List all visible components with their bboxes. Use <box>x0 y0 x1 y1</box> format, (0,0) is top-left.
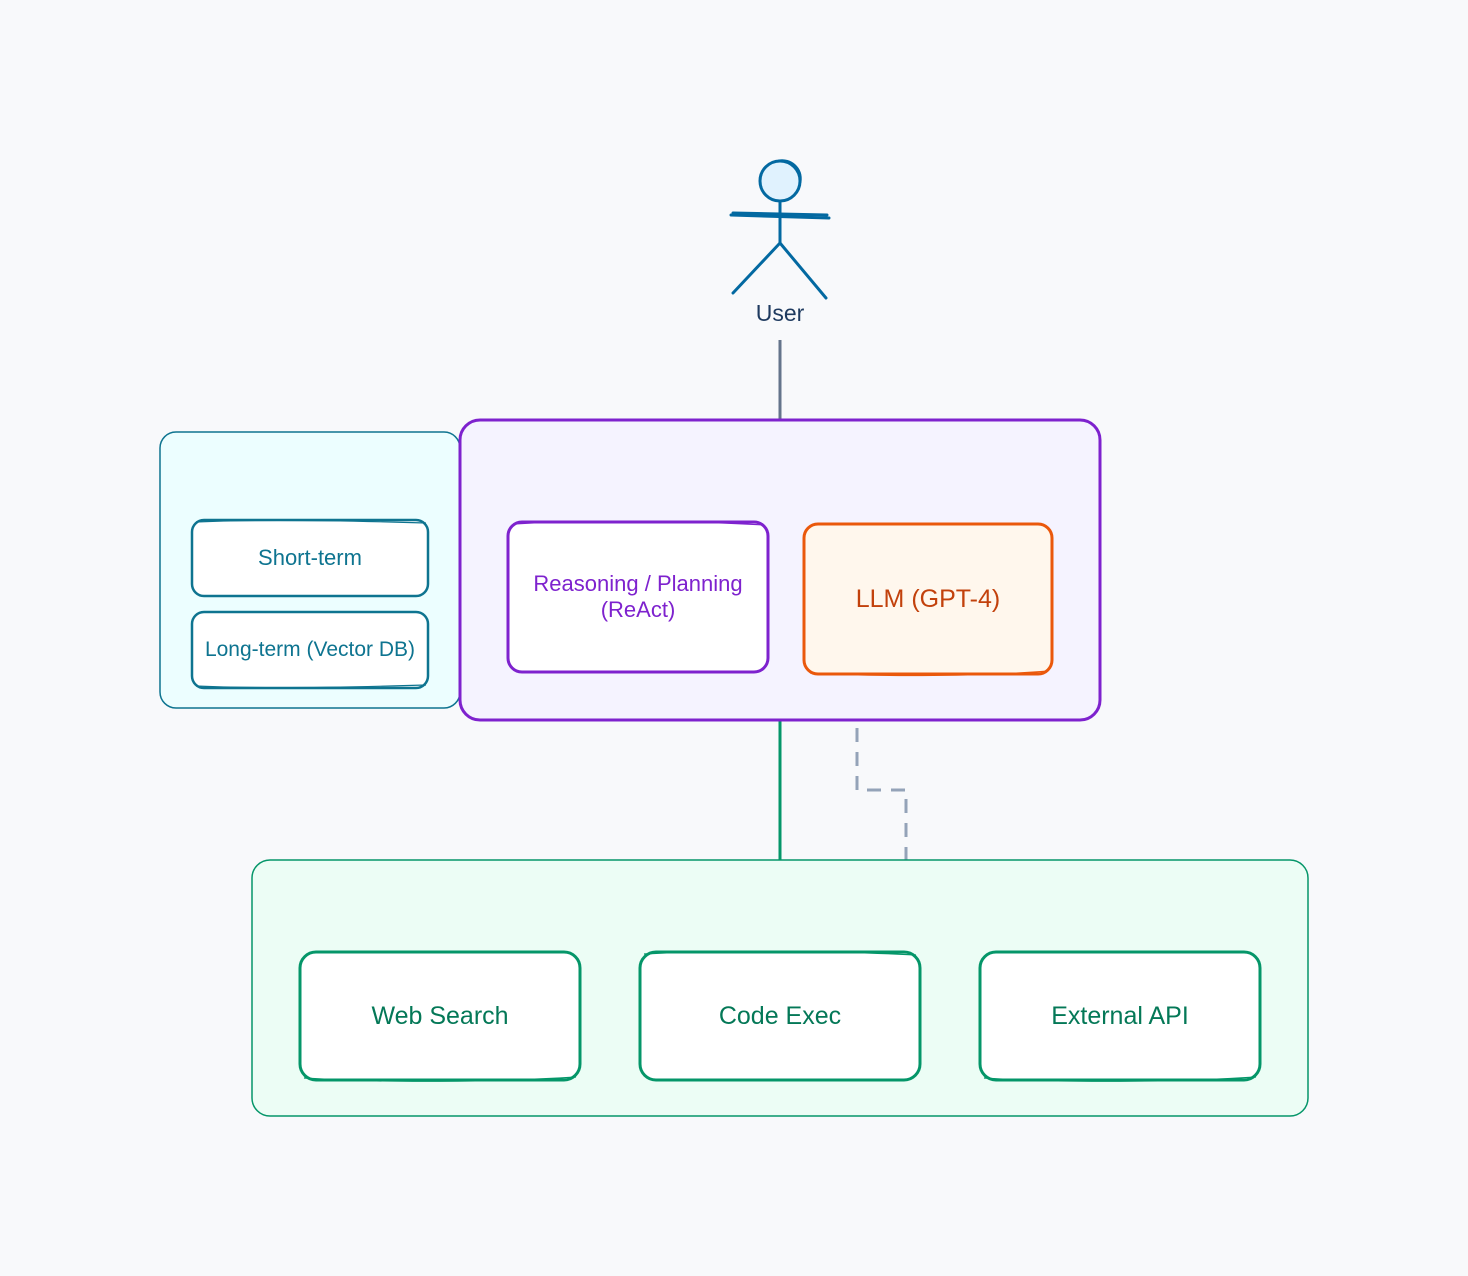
user-label: User <box>755 300 805 327</box>
external-api-label: External API <box>1051 1002 1189 1030</box>
reasoning-box[interactable] <box>506 520 770 674</box>
llm-box[interactable] <box>802 522 1054 677</box>
long-term-box[interactable] <box>190 610 430 690</box>
llm-label: LLM (GPT-4) <box>855 585 1001 613</box>
code-exec-box[interactable] <box>638 950 922 1082</box>
code-exec-label: Code Exec <box>718 1002 842 1030</box>
short-term-box[interactable] <box>190 518 430 598</box>
tools-llm-dashed-connector <box>855 728 908 860</box>
web-search-label: Web Search <box>371 1002 509 1030</box>
reasoning-label: Reasoning / Planning (ReAct) <box>533 570 743 622</box>
external-api-box[interactable] <box>978 950 1262 1082</box>
stick-figure-icon <box>729 159 831 300</box>
web-search-box[interactable] <box>298 950 582 1082</box>
short-term-label: Short-term <box>258 544 362 570</box>
long-term-label: Long-term (Vector DB) <box>204 638 416 662</box>
